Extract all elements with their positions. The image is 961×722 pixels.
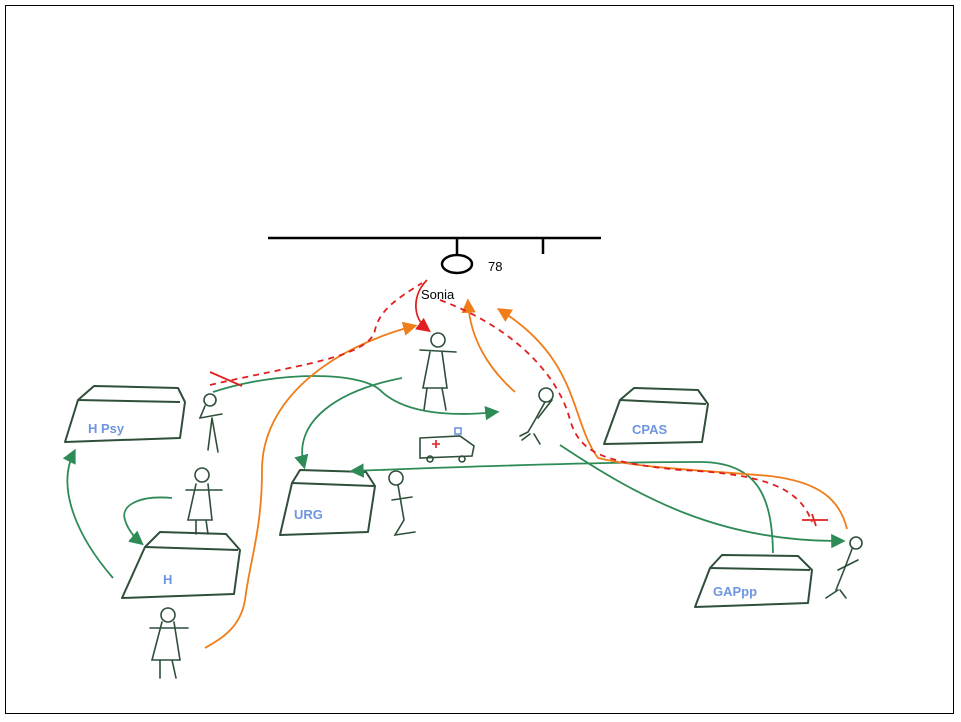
green-arrow-nurse-to-h bbox=[123, 496, 173, 546]
urg-label: URG bbox=[294, 507, 323, 522]
stick-figure-sonia-woman bbox=[419, 332, 457, 411]
stick-figure-psy-doctor bbox=[198, 393, 223, 453]
h-building bbox=[121, 531, 241, 599]
green-arrow-ambulance-to-gappp bbox=[559, 444, 846, 549]
gappp-building bbox=[694, 554, 813, 608]
red-dashed-psy-to-sonia bbox=[209, 282, 423, 386]
green-arrow-h-to-h-psy bbox=[62, 448, 114, 579]
red-block-mark-psy bbox=[209, 371, 243, 387]
red-arrow-sonia-self bbox=[415, 279, 431, 333]
age-label: 78 bbox=[488, 259, 502, 274]
cpas-label: CPAS bbox=[632, 422, 667, 437]
red-block-mark-gappp bbox=[802, 513, 828, 527]
h-psy-label: H Psy bbox=[88, 421, 125, 436]
green-arrow-sonia-to-urg bbox=[294, 377, 403, 470]
genogram bbox=[268, 236, 601, 275]
stick-figure-ambulance-worker bbox=[519, 387, 554, 445]
urg-building bbox=[279, 469, 376, 536]
female-symbol bbox=[440, 253, 474, 275]
green-arrow-psy-to-ambulance bbox=[212, 375, 500, 421]
h-label: H bbox=[163, 572, 172, 587]
stick-figure-nurse bbox=[185, 467, 223, 535]
orange-arrow-bottom-to-sonia bbox=[204, 321, 418, 649]
stick-figure-gappp-worker bbox=[825, 536, 863, 599]
cpas-building bbox=[603, 387, 709, 445]
orange-arrow-gappp-to-sonia bbox=[496, 308, 848, 530]
h-psy-building bbox=[64, 385, 186, 443]
orange-arrow-ambulance-to-sonia bbox=[461, 298, 516, 393]
stick-figure-bottom-woman bbox=[149, 607, 189, 679]
green-arrow-gappp-to-urg bbox=[349, 461, 774, 554]
ambulance-icon bbox=[419, 427, 475, 463]
red-dashed-sonia-to-gappp bbox=[439, 299, 813, 523]
person-name-label: Sonia bbox=[421, 287, 455, 302]
gappp-label: GAPpp bbox=[713, 584, 757, 599]
stick-figure-urg-person bbox=[388, 470, 416, 537]
